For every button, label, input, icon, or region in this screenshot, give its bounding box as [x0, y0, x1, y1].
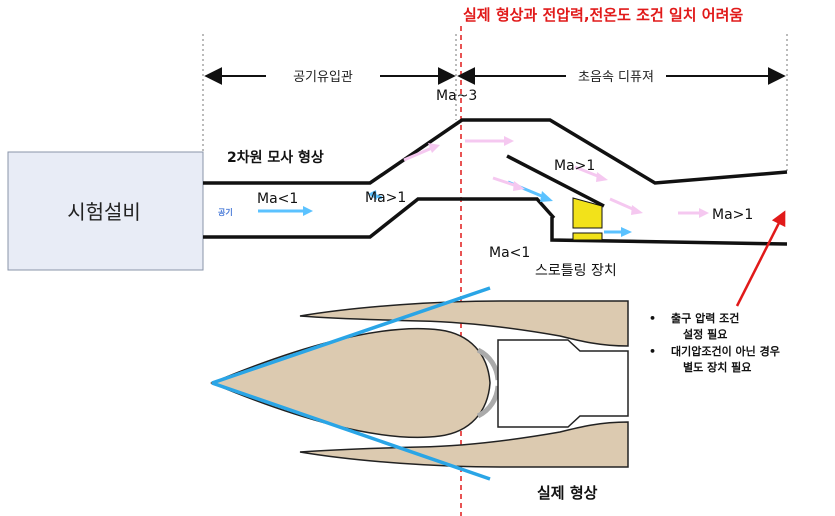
mach-marker-label: Ma~3 [436, 88, 477, 104]
mach-gt1-ramp: Ma>1 [365, 190, 406, 206]
notes-list: • 출구 압력 조건 설정 필요 • 대기압조건이 아닌 경우 별도 장치 필요 [649, 311, 780, 374]
real-intake-shape [210, 286, 629, 481]
note-2-line-2: 별도 장치 필요 [683, 360, 751, 374]
mach-lt1-throttle: Ma<1 [489, 245, 530, 261]
mach-gt1-diffuser: Ma>1 [554, 158, 595, 174]
mach-gt1-exit: Ma>1 [712, 207, 753, 223]
throttle-lower-wall [550, 217, 788, 246]
duct-upper-wall [203, 118, 788, 185]
diffuser-label: 초음속 디퓨져 [578, 70, 654, 85]
duct-lower-wall [203, 197, 556, 239]
model-shape-label: 2차원 모사 형상 [227, 149, 324, 166]
flow-arrows-blue [258, 180, 632, 237]
diffuser-label-bg [566, 64, 666, 86]
throttle-device-label: 스로틀링 장치 [535, 263, 617, 279]
air-label: 공기 [218, 207, 233, 217]
note-1-line-1: 출구 압력 조건 [671, 311, 739, 325]
throttle-device-upper [572, 197, 603, 229]
header-title: 실제 형상과 전압력,전온도 조건 일치 어려움 [463, 6, 743, 24]
cone-line-upper [211, 286, 491, 385]
mach-lt1-inlet: Ma<1 [257, 191, 298, 207]
test-facility-box [7, 151, 204, 271]
cone-line-lower [211, 381, 491, 481]
center-body-wall [506, 154, 605, 208]
note-bullet-1: • [649, 312, 656, 325]
inlet-label-bg [266, 64, 380, 86]
center-spike [210, 327, 491, 439]
real-shape-label: 실제 형상 [537, 484, 598, 502]
lower-cowl [299, 421, 629, 468]
outlet-pointer-arrow [735, 210, 786, 307]
note-bullet-2: • [649, 345, 656, 358]
note-1-line-2: 설정 필요 [683, 327, 727, 341]
note-2-line-1: 대기압조건이 아닌 경우 [671, 344, 780, 358]
inner-duct [497, 339, 629, 428]
test-facility-label: 시험설비 [67, 200, 141, 224]
inlet-label: 공기유입관 [293, 70, 353, 85]
throttle-device-lower [572, 232, 603, 241]
flow-arrows-pink [403, 136, 709, 218]
